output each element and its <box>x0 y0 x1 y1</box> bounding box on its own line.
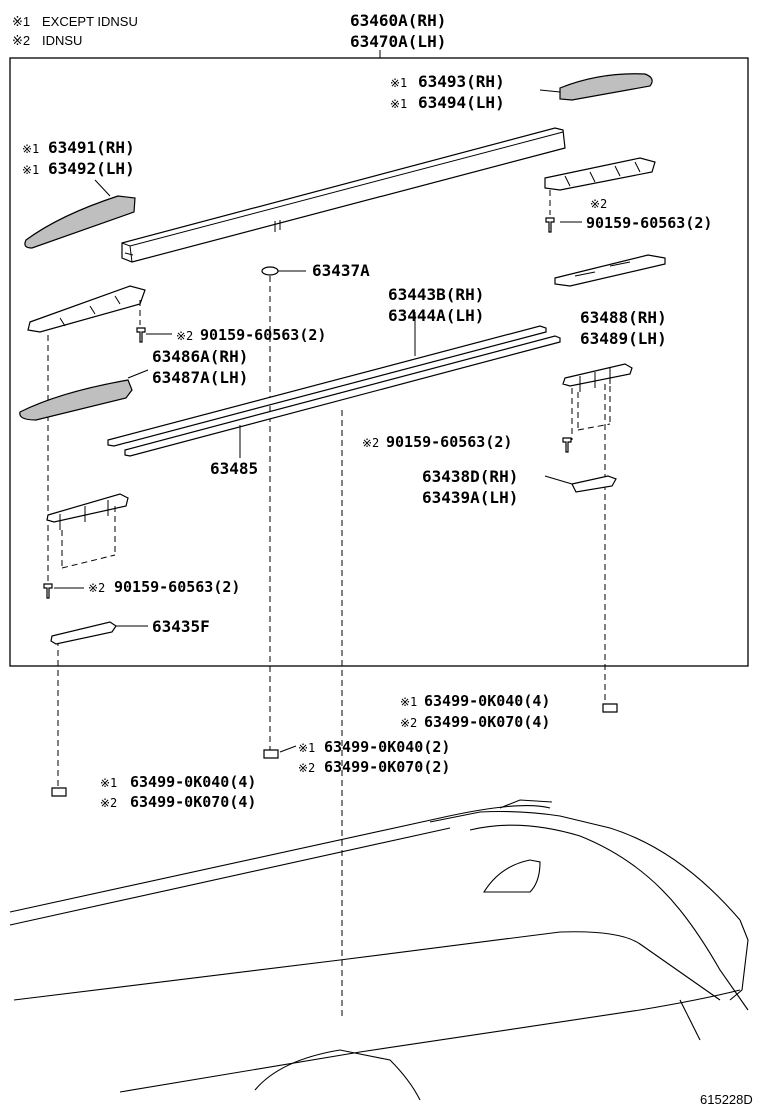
svg-text:※2: ※2 <box>88 581 105 595</box>
svg-text:※2: ※2 <box>100 796 117 810</box>
screw-left-top <box>136 327 146 343</box>
svg-text:63443B(RH): 63443B(RH) <box>388 285 484 304</box>
rail-weatherstrip <box>107 312 547 447</box>
svg-text:※1: ※1 <box>400 695 417 709</box>
svg-text:90159-60563(2): 90159-60563(2) <box>386 433 512 451</box>
label-63435: 63435F <box>152 617 210 636</box>
legend-note1-mark: ※1 <box>12 14 30 29</box>
mounting-plate-63438 <box>544 475 617 493</box>
label-90159-right: ※2 90159-60563(2) <box>362 433 512 451</box>
svg-text:63493(RH): 63493(RH) <box>418 72 505 91</box>
screw-right-mid <box>562 437 572 453</box>
svg-text:90159-60563(2): 90159-60563(2) <box>586 214 712 232</box>
svg-text:63460A(RH): 63460A(RH) <box>350 11 446 30</box>
svg-text:63499-0K070(4): 63499-0K070(4) <box>424 713 550 731</box>
svg-text:63487A(LH): 63487A(LH) <box>152 368 248 387</box>
svg-text:※1: ※1 <box>22 163 39 177</box>
svg-text:63438D(RH): 63438D(RH) <box>422 467 518 486</box>
svg-text:※1: ※1 <box>390 97 407 111</box>
svg-text:※2: ※2 <box>400 716 417 730</box>
rail-end-cap-rh <box>539 73 653 101</box>
label-63499-mid: ※1 63499-0K040(2) ※2 63499-0K070(2) <box>298 738 450 776</box>
nut-left <box>51 787 67 797</box>
bracket-right-top <box>544 157 656 215</box>
rail-base-strip: 63485 <box>124 335 561 1020</box>
svg-text:63491(RH): 63491(RH) <box>48 138 135 157</box>
svg-text:※1: ※1 <box>298 741 315 755</box>
label-90159-top: ※2 90159-60563(2) <box>560 197 712 232</box>
label-90159-low: ※2 90159-60563(2) <box>54 578 240 596</box>
bracket-left-top <box>27 285 146 590</box>
assembly-frame <box>9 57 749 667</box>
rail-end-cap-lh <box>24 179 136 249</box>
mounting-plate-63435: 63435F <box>50 617 210 645</box>
legend-note2-text: IDNSU <box>42 33 82 48</box>
svg-text:63488(RH): 63488(RH) <box>580 308 667 327</box>
svg-text:※1: ※1 <box>390 76 407 90</box>
label-63485: 63485 <box>210 459 258 478</box>
nut-right <box>602 703 618 713</box>
legend: ※1 EXCEPT IDNSU ※2 IDNSU <box>12 14 138 48</box>
label-63488: 63488(RH) 63489(LH) <box>580 308 667 348</box>
svg-text:63439A(LH): 63439A(LH) <box>422 488 518 507</box>
label-63443: 63443B(RH) 63444A(LH) <box>388 285 484 325</box>
svg-text:※2: ※2 <box>176 329 193 343</box>
svg-text:63494(LH): 63494(LH) <box>418 93 505 112</box>
label-63499-right: ※1 63499-0K040(4) ※2 63499-0K070(4) <box>400 692 550 731</box>
label-63493: ※1 63493(RH) ※1 63494(LH) <box>390 72 505 112</box>
label-63486: 63486A(RH) 63487A(LH) <box>152 347 248 387</box>
svg-text:90159-60563(2): 90159-60563(2) <box>114 578 240 596</box>
diagram-code: 615228D <box>700 1092 753 1107</box>
svg-text:63499-0K070(2): 63499-0K070(2) <box>324 758 450 776</box>
rail-cover-lh <box>19 369 149 421</box>
vehicle-roof-outline <box>9 799 749 1101</box>
label-63499-left: ※1 63499-0K040(4) ※2 63499-0K070(4) <box>100 773 256 811</box>
label-roof-rack-assembly: 63460A(RH) 63470A(LH) <box>350 11 446 58</box>
label-63491: ※1 63491(RH) ※1 63492(LH) <box>22 138 135 178</box>
mounting-plate-right <box>554 254 666 287</box>
screw-right-top <box>545 217 555 233</box>
svg-text:※2: ※2 <box>298 761 315 775</box>
clip-63437: 63437A <box>261 261 370 750</box>
svg-text:63489(LH): 63489(LH) <box>580 329 667 348</box>
svg-text:63499-0K040(2): 63499-0K040(2) <box>324 738 450 756</box>
bracket-right-mid <box>562 363 633 700</box>
nut-mid <box>263 745 297 759</box>
svg-text:※2: ※2 <box>590 197 607 211</box>
legend-note1-text: EXCEPT IDNSU <box>42 14 138 29</box>
svg-text:63499-0K040(4): 63499-0K040(4) <box>424 692 550 710</box>
svg-text:63499-0K070(4): 63499-0K070(4) <box>130 793 256 811</box>
bracket-left-low <box>46 493 129 790</box>
svg-text:63444A(LH): 63444A(LH) <box>388 306 484 325</box>
legend-note2-mark: ※2 <box>12 33 30 48</box>
label-90159-left: ※2 90159-60563(2) <box>146 326 326 344</box>
label-63437: 63437A <box>312 261 370 280</box>
screw-left-low <box>43 583 53 599</box>
svg-text:※1: ※1 <box>22 142 39 156</box>
svg-text:※2: ※2 <box>362 436 379 450</box>
svg-text:63470A(LH): 63470A(LH) <box>350 32 446 51</box>
svg-text:63486A(RH): 63486A(RH) <box>152 347 248 366</box>
svg-text:63492(LH): 63492(LH) <box>48 159 135 178</box>
svg-text:90159-60563(2): 90159-60563(2) <box>200 326 326 344</box>
svg-text:63499-0K040(4): 63499-0K040(4) <box>130 773 256 791</box>
main-rail <box>121 127 566 263</box>
svg-text:※1: ※1 <box>100 776 117 790</box>
label-63438: 63438D(RH) 63439A(LH) <box>422 467 518 507</box>
